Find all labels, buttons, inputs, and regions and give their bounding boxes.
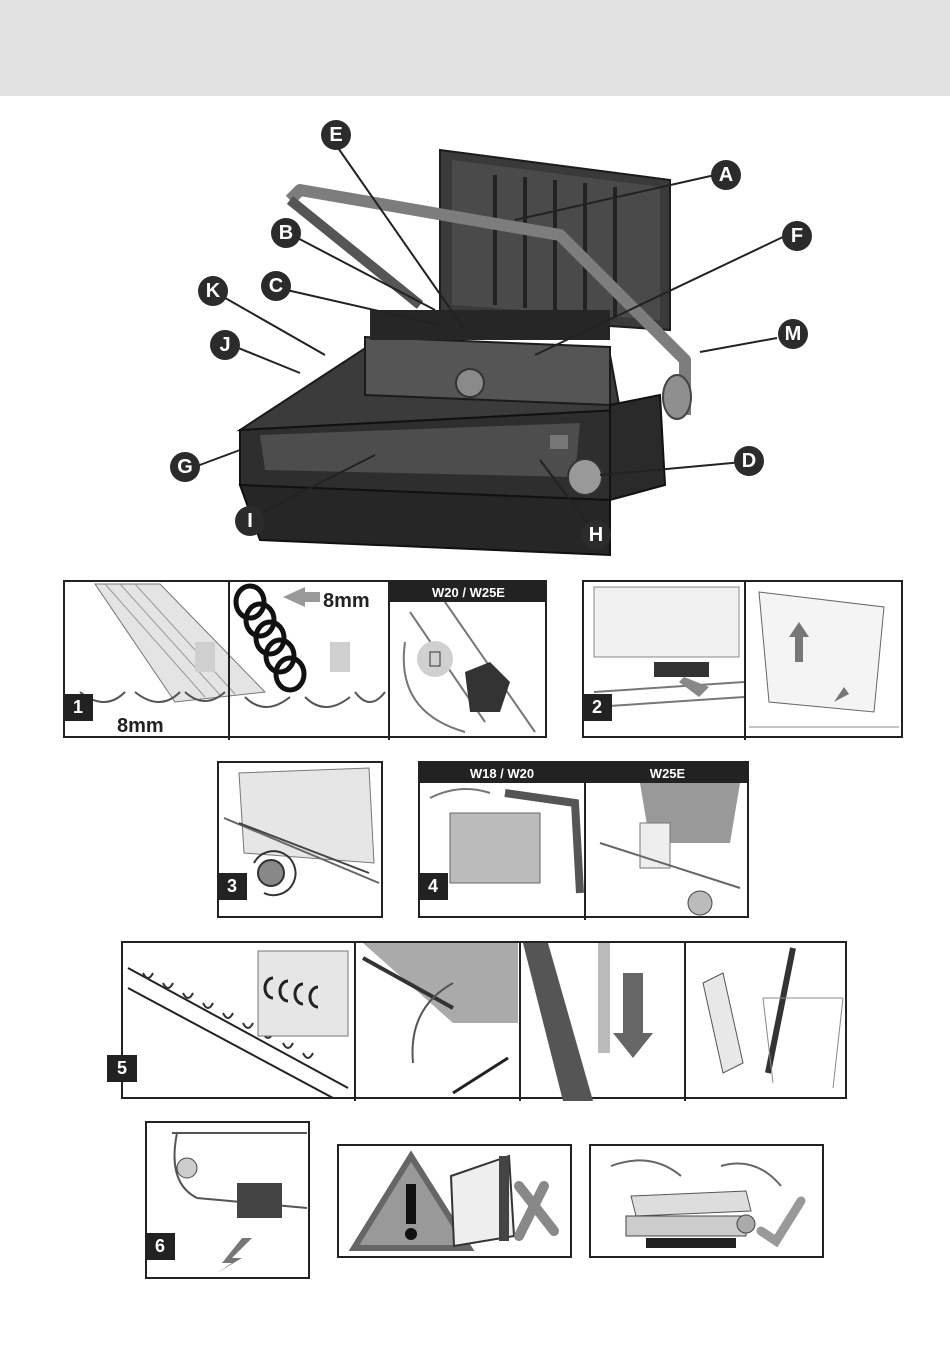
header-band [0,0,950,96]
callout-b: B [271,218,301,248]
callout-f: F [782,221,812,251]
step3-number: 3 [217,873,247,900]
step5-divider-3 [684,943,686,1101]
step1-model-header: W20 / W25E [390,582,547,602]
callout-j: J [210,330,240,360]
step1-panel: 8mm 8mm W20 / W25E 1 [63,580,547,740]
step6-panel: 6 [145,1121,310,1279]
step4-header-right: W25E [586,763,749,783]
step3-panel: 3 [217,761,383,918]
step2-divider [744,582,746,740]
size-label-bottom: 8mm [117,715,164,737]
step4-number: 4 [418,873,448,900]
step1-divider-2 [388,582,390,740]
step2-panel: 2 [582,580,903,740]
step4-divider [584,763,586,920]
size-label-top: 8mm [323,590,370,612]
warning-panel [337,1144,572,1258]
step1-number: 1 [63,694,93,721]
step5-number: 5 [107,1055,137,1082]
callout-k: K [198,276,228,306]
step4-panel: W18 / W20 W25E 4 [418,761,749,920]
step5-panel: 5 [107,941,847,1101]
step5-divider-1 [354,943,356,1101]
binding-machine-photo: E A B F C K M J G D I H [140,105,812,570]
step6-number: 6 [145,1233,175,1260]
callout-d: D [734,446,764,476]
callout-m: M [778,319,808,349]
callout-i: I [235,506,265,536]
callout-a: A [711,160,741,190]
callout-g: G [170,452,200,482]
step1-divider-1 [228,582,230,740]
callout-e: E [321,120,351,150]
callout-c: C [261,271,291,301]
callout-h: H [581,520,611,550]
step5-divider-2 [519,943,521,1101]
step2-number: 2 [582,694,612,721]
step4-header-left: W18 / W20 [420,763,584,783]
carry-panel [589,1144,824,1258]
